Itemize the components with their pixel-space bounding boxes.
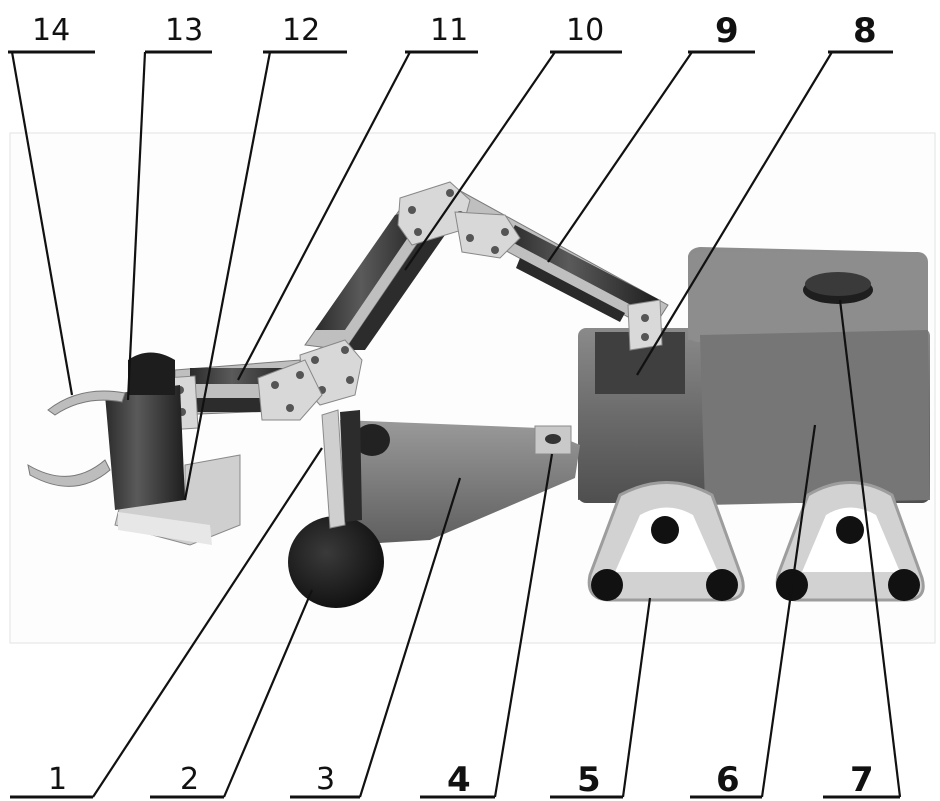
- label-4: 4: [447, 760, 471, 800]
- label-13: 13: [165, 13, 203, 48]
- callout-14: 14: [8, 13, 95, 396]
- front-wheel: [288, 424, 390, 608]
- callout-3: 3: [290, 477, 462, 799]
- callout-5: 5: [550, 597, 652, 800]
- label-5: 5: [577, 760, 601, 800]
- gripper-cylinder: [105, 352, 185, 510]
- label-1: 1: [48, 762, 67, 797]
- label-8: 8: [853, 11, 877, 51]
- label-3: 3: [316, 762, 335, 797]
- gripper-claws: [27, 390, 126, 487]
- callout-2: 2: [150, 589, 314, 799]
- label-2: 2: [180, 762, 199, 797]
- labels-bottom: 1 2 3 4 5 6 7: [10, 299, 902, 800]
- forearm: [174, 359, 323, 421]
- track-right: [775, 481, 925, 602]
- labels-top: 14 13 12 11 10 9 8: [8, 11, 893, 501]
- frame-beam: [340, 420, 580, 545]
- callout-6: 6: [690, 424, 817, 800]
- elbow-joint: [397, 181, 521, 259]
- label-9: 9: [715, 11, 739, 51]
- top-cap: [803, 272, 873, 304]
- pivot-block: [534, 425, 572, 455]
- callout-4: 4: [420, 453, 554, 800]
- label-10: 10: [566, 13, 604, 48]
- wheel-fork: [321, 409, 362, 529]
- callout-7: 7: [823, 299, 902, 800]
- label-12: 12: [282, 13, 320, 48]
- label-14: 14: [32, 13, 70, 48]
- callout-10: 10: [404, 13, 622, 271]
- label-6: 6: [716, 760, 740, 800]
- callout-8: 8: [636, 11, 893, 376]
- callout-9: 9: [547, 11, 755, 263]
- track-left: [587, 481, 745, 602]
- label-7: 7: [850, 760, 874, 800]
- label-11: 11: [430, 13, 468, 48]
- callout-11: 11: [237, 13, 478, 381]
- callout-12: 12: [183, 13, 347, 501]
- callout-13: 13: [126, 13, 212, 401]
- callout-1: 1: [10, 447, 323, 799]
